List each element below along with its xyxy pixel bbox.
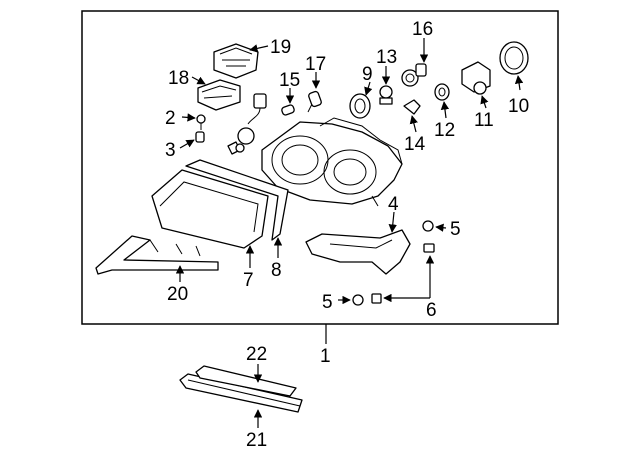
part-17-bulb — [307, 90, 322, 113]
part-6-clip-upper — [423, 243, 435, 253]
part-10-seal-cap — [499, 41, 529, 75]
part-9-socket — [349, 93, 371, 119]
callout-10: 10 — [508, 96, 529, 117]
part-21-22-moulding — [179, 365, 303, 413]
headlamp-housing — [261, 117, 403, 207]
callout-2: 2 — [165, 108, 176, 129]
part-20-trim-strip — [95, 235, 219, 275]
callout-22: 22 — [246, 344, 267, 365]
part-16-bulb-socket — [401, 63, 427, 87]
part-18-ballast — [197, 79, 241, 111]
bulb-socket-assembly — [227, 93, 267, 155]
callout-16: 16 — [412, 19, 433, 40]
callout-17: 17 — [305, 54, 326, 75]
callout-18: 18 — [168, 68, 189, 89]
part-14-bracket — [403, 99, 421, 115]
callout-9: 9 — [362, 64, 373, 85]
callout-5-upper: 5 — [450, 219, 461, 240]
callout-15: 15 — [279, 70, 300, 91]
callout-13: 13 — [376, 47, 397, 68]
callout-3: 3 — [165, 140, 176, 161]
part-5-nut-lower — [352, 294, 364, 306]
part-19-control-unit — [213, 43, 259, 79]
part-12-cap — [434, 83, 450, 101]
callout-1: 1 — [320, 346, 331, 367]
part-5-nut-upper — [422, 220, 434, 232]
callout-6: 6 — [426, 300, 437, 321]
callout-11: 11 — [474, 110, 494, 131]
part-6-clip-lower — [371, 293, 382, 304]
callout-4: 4 — [388, 194, 399, 215]
callout-5-lower: 5 — [322, 292, 333, 313]
callout-12: 12 — [434, 120, 455, 141]
callout-20: 20 — [167, 284, 188, 305]
callout-8: 8 — [271, 260, 282, 281]
callout-21: 21 — [246, 430, 267, 451]
part-11-leveling-motor — [461, 61, 491, 95]
part-2-screw — [196, 114, 206, 130]
callout-7: 7 — [243, 270, 254, 291]
part-4-mounting-bracket — [305, 229, 411, 275]
part-8-gasket — [185, 159, 289, 241]
part-7-lens — [151, 169, 269, 249]
callout-19: 19 — [270, 37, 291, 58]
assembly-frame — [81, 10, 559, 325]
part-3-clip — [195, 131, 205, 143]
part-13-bulb — [379, 85, 393, 105]
part-15-bulb — [281, 104, 295, 116]
callout-14: 14 — [404, 134, 426, 155]
